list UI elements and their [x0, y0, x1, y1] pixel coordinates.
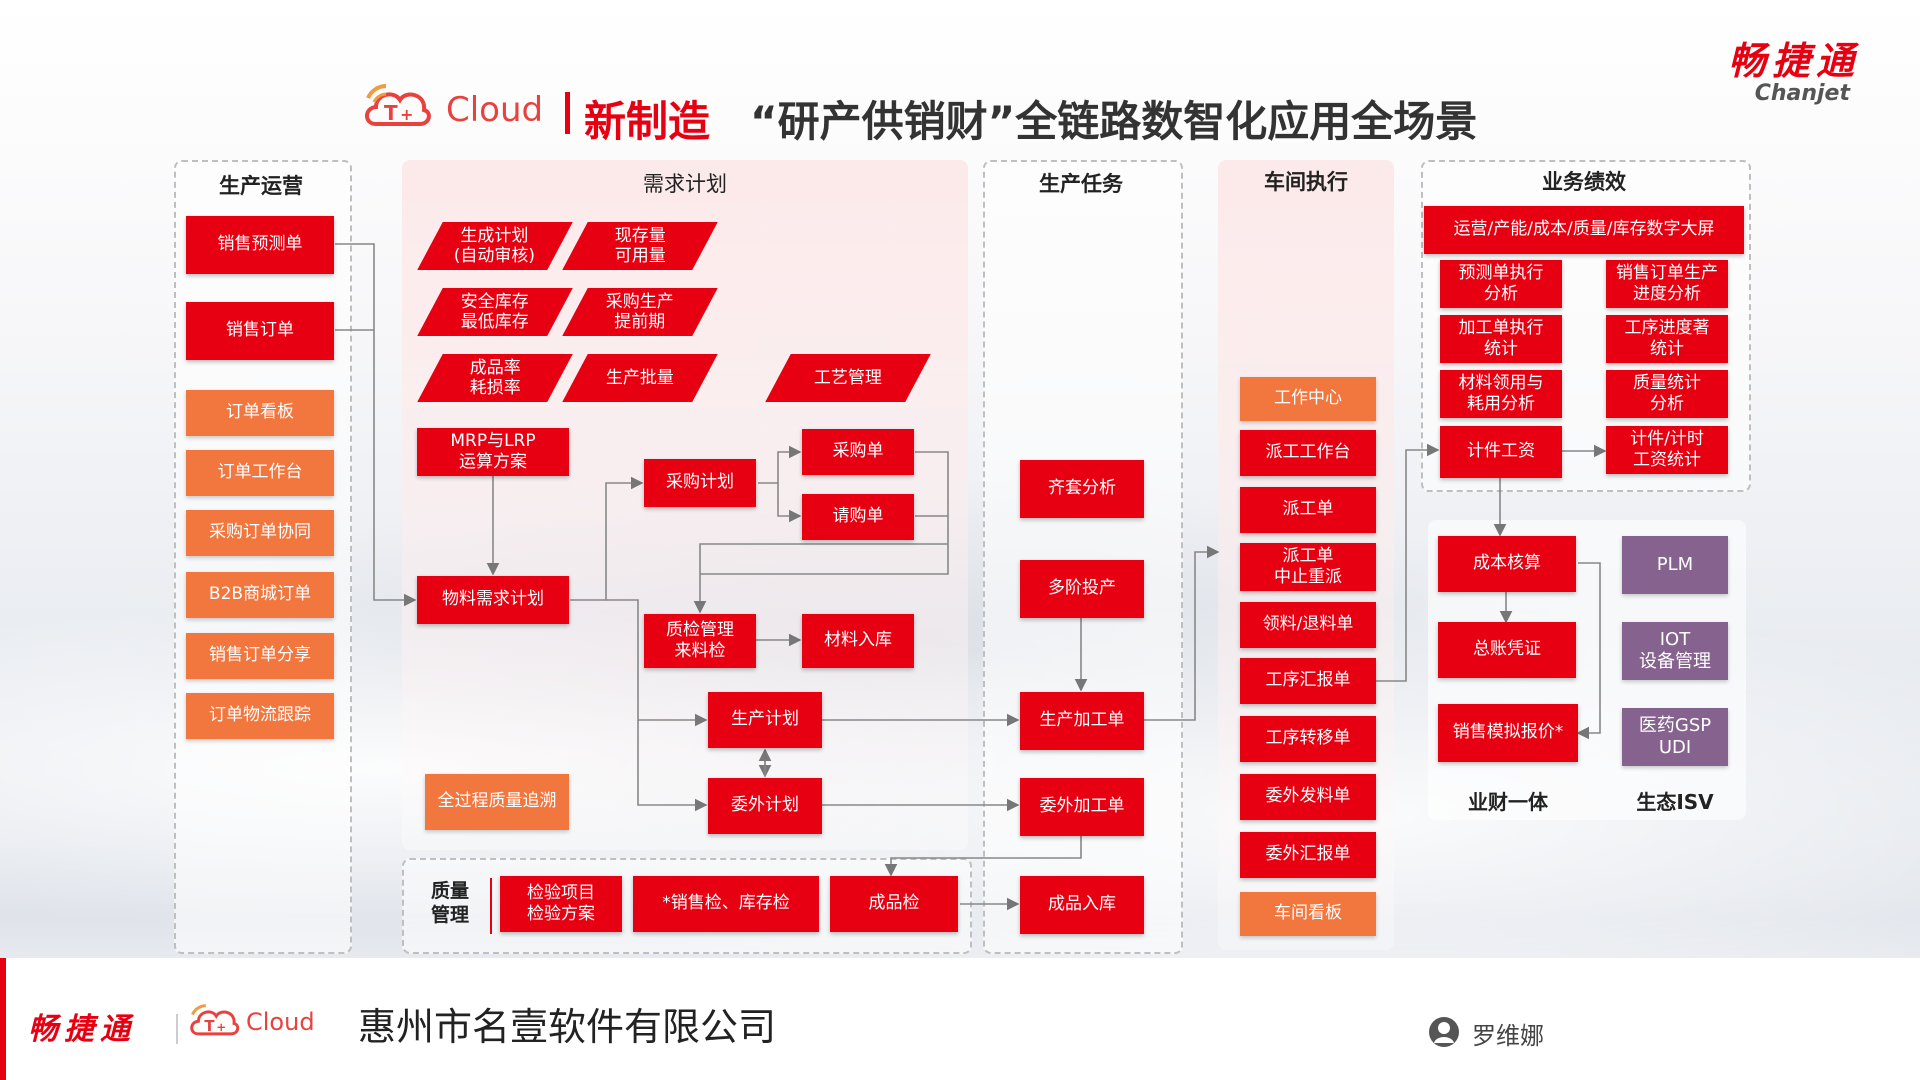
chanjet-logo: 畅捷通 Chanjet: [1680, 30, 1860, 106]
material-receipt-box[interactable]: 材料入库: [802, 614, 914, 668]
fg-receipt-box[interactable]: 成品入库: [1020, 876, 1144, 934]
quality-stats-box[interactable]: 质量统计 分析: [1606, 370, 1728, 418]
plm-box[interactable]: PLM: [1622, 536, 1728, 594]
isv-label: 生态ISV: [1636, 790, 1714, 814]
process-progress-box[interactable]: 工序进度著 统计: [1606, 315, 1728, 363]
param-stock[interactable]: 现存量 可用量: [562, 222, 718, 270]
digital-screen-box[interactable]: 运营/产能/成本/质量/库存数字大屏: [1424, 206, 1744, 254]
sales-stock-check-box[interactable]: *销售检、库存检: [633, 876, 819, 932]
col-title-ops: 生产运营: [219, 174, 303, 198]
iot-box[interactable]: IOT 设备管理: [1622, 622, 1728, 680]
order-share-box[interactable]: 销售订单分享: [186, 633, 334, 679]
chanjet-logo-cn: 畅捷通: [1727, 39, 1860, 83]
material-usage-box[interactable]: 材料领用与 耗用分析: [1440, 370, 1562, 418]
company-name: 惠州市名壹软件有限公司: [358, 1005, 777, 1049]
wage-stats-box[interactable]: 计件/计时 工资统计: [1606, 426, 1728, 474]
po-collab-box[interactable]: 采购订单协同: [186, 510, 334, 556]
chanjet-logo-en: Chanjet: [1754, 81, 1850, 106]
process-transfer-box[interactable]: 工序转移单: [1240, 716, 1376, 762]
col-title-perf: 业务绩效: [1542, 170, 1626, 194]
svg-text:+: +: [400, 105, 413, 124]
quality-trace-box[interactable]: 全过程质量追溯: [425, 774, 569, 830]
outsource-plan-box[interactable]: 委外计划: [708, 778, 822, 834]
param-yield[interactable]: 成品率 耗损率: [417, 354, 573, 402]
b2b-order-box[interactable]: B2B商城订单: [186, 572, 334, 618]
param-lead-time[interactable]: 采购生产 提前期: [562, 288, 718, 336]
shop-board-box[interactable]: 车间看板: [1240, 892, 1376, 936]
finance-integration-label: 业财一体: [1468, 790, 1548, 814]
kit-analysis-box[interactable]: 齐套分析: [1020, 460, 1144, 518]
outsource-report-box[interactable]: 委外汇报单: [1240, 832, 1376, 878]
footer-chanjet-logo: 畅捷通: [28, 1012, 136, 1047]
param-safety-stock[interactable]: 安全库存 最低库存: [417, 288, 573, 336]
panel-ops: [174, 160, 352, 954]
sales-order-box[interactable]: 销售订单: [186, 302, 334, 360]
title-prefix: 新制造: [584, 97, 711, 146]
purchase-order-box[interactable]: 采购单: [802, 429, 914, 475]
footer-tplus-logo: T + Cloud: [188, 1000, 318, 1044]
param-gen-plan[interactable]: 生成计划 (自动审核): [417, 222, 573, 270]
work-center-box[interactable]: 工作中心: [1240, 377, 1376, 421]
issue-return-box[interactable]: 领料/退料单: [1240, 602, 1376, 648]
requisition-box[interactable]: 请购单: [802, 494, 914, 540]
gsp-udi-box[interactable]: 医药GSP UDI: [1622, 708, 1728, 766]
col-title-task: 生产任务: [1039, 172, 1123, 196]
quality-divider: [490, 878, 492, 934]
fg-check-box[interactable]: 成品检: [830, 876, 958, 932]
work-order-box[interactable]: 生产加工单: [1020, 692, 1144, 750]
dispatch-stop-box[interactable]: 派工单 中止重派: [1240, 543, 1376, 591]
user-name[interactable]: 罗维娜: [1472, 1022, 1544, 1050]
outsource-order-box[interactable]: 委外加工单: [1020, 778, 1144, 836]
param-process[interactable]: 工艺管理: [765, 354, 931, 402]
quality-label: 质量 管理: [430, 880, 469, 926]
footer-tplus-icon: T +: [190, 1004, 240, 1036]
svg-text:T: T: [384, 101, 398, 125]
col-title-plan: 需求计划: [643, 172, 727, 196]
mrp-lrp-box[interactable]: MRP与LRP 运算方案: [417, 428, 569, 476]
page-title: “研产供销财”全链路数智化应用全场景: [750, 97, 1478, 146]
dispatch-workbench-box[interactable]: 派工工作台: [1240, 430, 1376, 476]
process-report-box[interactable]: 工序汇报单: [1240, 658, 1376, 704]
param-batch[interactable]: 生产批量: [562, 354, 718, 402]
tplus-logo: T + Cloud: [362, 80, 544, 136]
inspection-scheme-box[interactable]: 检验项目 检验方案: [500, 876, 622, 932]
cost-accounting-box[interactable]: 成本核算: [1438, 536, 1576, 592]
footer-cloud-text: Cloud: [246, 1008, 315, 1036]
tplus-cloud-text: Cloud: [446, 90, 544, 130]
footer-accent: [0, 958, 6, 1080]
purchase-plan-box[interactable]: 采购计划: [644, 459, 756, 507]
outsource-issue-box[interactable]: 委外发料单: [1240, 774, 1376, 820]
multi-level-box[interactable]: 多阶投产: [1020, 560, 1144, 618]
order-workbench-box[interactable]: 订单工作台: [186, 450, 334, 496]
sales-quote-box[interactable]: 销售模拟报价*: [1438, 704, 1578, 762]
svg-text:T: T: [204, 1017, 215, 1035]
forecast-analysis-box[interactable]: 预测单执行 分析: [1440, 260, 1562, 308]
order-progress-box[interactable]: 销售订单生产 进度分析: [1606, 260, 1728, 308]
incoming-qc-box[interactable]: 质检管理 来料检: [644, 614, 756, 668]
col-title-shop: 车间执行: [1264, 170, 1348, 194]
gl-voucher-box[interactable]: 总账凭证: [1438, 622, 1576, 678]
user-avatar-icon[interactable]: [1428, 1016, 1460, 1048]
piece-wage-box[interactable]: 计件工资: [1440, 426, 1562, 478]
title-divider: [565, 92, 570, 134]
logistics-box[interactable]: 订单物流跟踪: [186, 693, 334, 739]
footer-divider: [176, 1014, 178, 1044]
tplus-cloud-icon: T +: [365, 84, 431, 126]
dispatch-order-box[interactable]: 派工单: [1240, 487, 1376, 533]
sales-forecast-box[interactable]: 销售预测单: [186, 216, 334, 274]
footer-bar: 畅捷通 T + Cloud 惠州市名壹软件有限公司 罗维娜: [0, 958, 1920, 1080]
svg-text:+: +: [216, 1020, 226, 1034]
production-plan-box[interactable]: 生产计划: [708, 692, 822, 748]
mrp-plan-box[interactable]: 物料需求计划: [417, 576, 569, 624]
work-order-stats-box[interactable]: 加工单执行 统计: [1440, 315, 1562, 363]
order-board-box[interactable]: 订单看板: [186, 390, 334, 436]
